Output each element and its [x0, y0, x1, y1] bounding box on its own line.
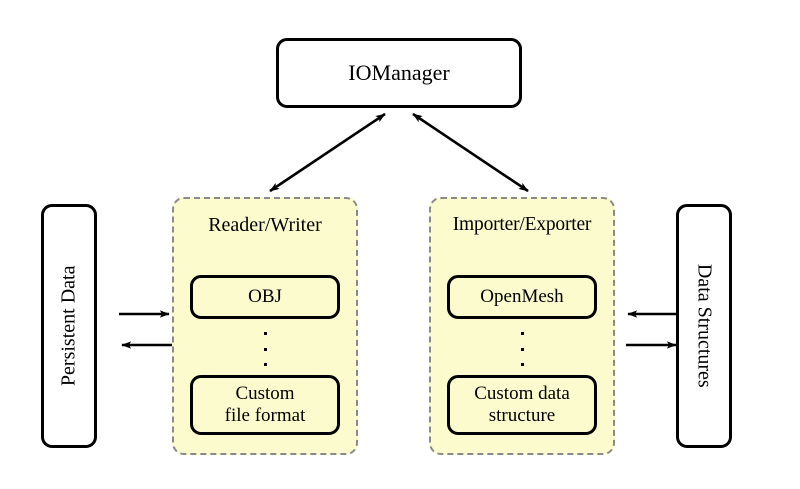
arrow-manager-importer-exporter: [412, 112, 529, 193]
node-io-manager[interactable]: IOManager: [276, 38, 522, 108]
custom-file-format-label: Custom file format: [224, 382, 306, 426]
openmesh-label: OpenMesh: [480, 285, 564, 307]
group-importer-exporter-title: Importer/Exporter: [452, 214, 592, 235]
arrow-manager-reader-writer: [269, 112, 386, 193]
node-custom-data-structure[interactable]: Custom data structure: [447, 375, 597, 435]
node-persistent-data[interactable]: Persistent Data: [41, 204, 97, 448]
group-importer-exporter[interactable]: Importer/Exporter OpenMesh Custom data s…: [429, 197, 615, 455]
node-obj[interactable]: OBJ: [190, 275, 340, 319]
io-manager-label: IOManager: [348, 60, 450, 86]
obj-label: OBJ: [248, 285, 282, 307]
node-openmesh[interactable]: OpenMesh: [447, 275, 597, 319]
group-reader-writer-title: Reader/Writer: [208, 214, 322, 236]
importer-exporter-ellipsis-icon: [431, 332, 613, 366]
node-custom-file-format[interactable]: Custom file format: [190, 375, 340, 435]
data-structures-label: Data Structures: [693, 264, 716, 388]
custom-data-structure-label: Custom data structure: [474, 382, 570, 426]
node-data-structures[interactable]: Data Structures: [676, 204, 732, 448]
persistent-data-label: Persistent Data: [57, 265, 80, 387]
reader-writer-ellipsis-icon: [174, 332, 356, 366]
group-reader-writer[interactable]: Reader/Writer OBJ Custom file format: [172, 197, 358, 455]
